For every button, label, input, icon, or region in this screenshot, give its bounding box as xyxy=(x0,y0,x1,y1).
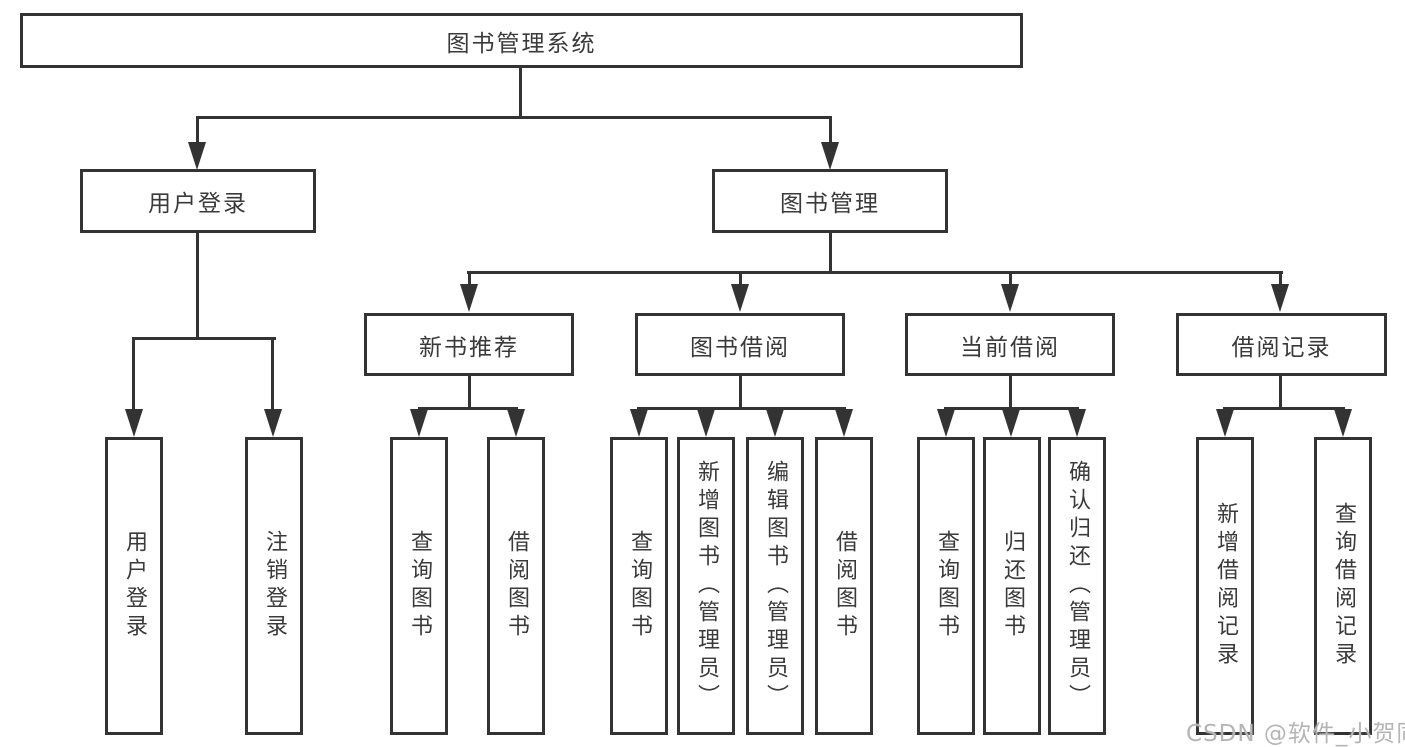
connector-root-split xyxy=(196,116,832,119)
arrow-down-icon xyxy=(731,284,749,312)
leaf-user-login-label: 用户登录 xyxy=(122,530,147,642)
leaf-label: 新增图书（管理员） xyxy=(694,460,719,712)
connector-stem-book-mgmt xyxy=(829,118,832,144)
arrow-down-icon xyxy=(697,409,715,437)
arrow-down-icon xyxy=(460,284,478,312)
arrow-down-icon xyxy=(188,142,206,170)
leaf-add-book-admin: 新增图书（管理员） xyxy=(677,437,735,735)
connector-mgmt-split xyxy=(467,271,1283,274)
arrow-down-icon xyxy=(125,409,143,437)
leaf-borrow-book: 借阅图书 xyxy=(815,437,873,735)
node-current-borrow-label: 当前借阅 xyxy=(960,334,1060,361)
connector-group-stem xyxy=(468,273,471,286)
arrow-down-icon xyxy=(410,409,428,437)
connector-root-stem xyxy=(519,68,522,118)
leaf-query-book-borrow: 查询图书 xyxy=(610,437,668,735)
connector-stem-user-login xyxy=(196,118,199,144)
watermark: CSDN @软件_小贺同学 xyxy=(1186,721,1405,747)
arrow-down-icon xyxy=(835,409,853,437)
leaf-logout-label: 注销登录 xyxy=(262,530,287,642)
connector-group-down xyxy=(1009,375,1012,409)
leaf-label: 借阅图书 xyxy=(504,530,529,642)
leaf-query-book-current: 查询图书 xyxy=(917,437,975,735)
node-borrow-record: 借阅记录 xyxy=(1176,313,1387,376)
node-book-borrow-label: 图书借阅 xyxy=(690,334,790,361)
arrow-down-icon xyxy=(821,142,839,170)
leaf-label: 查询图书 xyxy=(627,530,652,642)
arrow-down-icon xyxy=(766,409,784,437)
leaf-logout: 注销登录 xyxy=(245,437,303,735)
connector-login-split xyxy=(132,337,276,340)
leaf-return-book: 归还图书 xyxy=(983,437,1041,735)
leaf-label: 确认归还（管理员） xyxy=(1065,460,1090,712)
connector-group-down xyxy=(739,375,742,409)
arrow-down-icon xyxy=(937,409,955,437)
arrow-down-icon xyxy=(1002,409,1020,437)
leaf-label: 归还图书 xyxy=(1000,530,1025,642)
connector-group-split xyxy=(637,407,846,410)
connector-group-split xyxy=(418,407,518,410)
leaf-label: 查询借阅记录 xyxy=(1331,502,1356,670)
leaf-borrow-book-recommend: 借阅图书 xyxy=(487,437,545,735)
node-root-library-system: 图书管理系统 xyxy=(20,13,1023,68)
node-current-borrow: 当前借阅 xyxy=(905,313,1115,376)
node-book-borrow: 图书借阅 xyxy=(635,313,845,376)
arrow-down-icon xyxy=(1001,284,1019,312)
connector-group-down xyxy=(1279,375,1282,409)
leaf-label: 查询图书 xyxy=(934,530,959,642)
leaf-label: 新增借阅记录 xyxy=(1213,502,1238,670)
arrow-down-icon xyxy=(1271,284,1289,312)
connector-group-stem xyxy=(1009,273,1012,286)
leaf-label: 查询图书 xyxy=(407,530,432,642)
connector-leaf-stem xyxy=(271,339,274,411)
node-new-book-recommend: 新书推荐 xyxy=(364,313,574,376)
arrow-down-icon xyxy=(264,409,282,437)
node-new-book-recommend-label: 新书推荐 xyxy=(419,334,519,361)
node-user-login-label: 用户登录 xyxy=(148,191,248,217)
leaf-label: 借阅图书 xyxy=(832,530,857,642)
node-borrow-record-label: 借阅记录 xyxy=(1231,334,1332,361)
leaf-label: 编辑图书（管理员） xyxy=(763,460,788,712)
arrow-down-icon xyxy=(1216,409,1234,437)
leaf-query-book-recommend: 查询图书 xyxy=(390,437,448,735)
connector-group-split xyxy=(1223,407,1345,410)
leaf-query-borrow-record: 查询借阅记录 xyxy=(1314,437,1372,735)
connector-group-split xyxy=(944,407,1079,410)
node-user-login: 用户登录 xyxy=(80,169,316,233)
connector-group-stem xyxy=(1279,273,1282,286)
arrow-down-icon xyxy=(1068,409,1086,437)
leaf-edit-book-admin: 编辑图书（管理员） xyxy=(746,437,804,735)
node-book-management: 图书管理 xyxy=(712,169,948,233)
connector-group-stem xyxy=(739,273,742,286)
node-book-management-label: 图书管理 xyxy=(780,191,880,217)
arrow-down-icon xyxy=(630,409,648,437)
connector-login-stem xyxy=(196,233,199,339)
arrow-down-icon xyxy=(1334,409,1352,437)
node-root-label: 图书管理系统 xyxy=(446,30,597,57)
leaf-user-login: 用户登录 xyxy=(105,437,163,735)
leaf-add-borrow-record: 新增借阅记录 xyxy=(1196,437,1254,735)
connector-mgmt-stem xyxy=(829,233,832,274)
arrow-down-icon xyxy=(507,409,525,437)
leaf-confirm-return-admin: 确认归还（管理员） xyxy=(1048,437,1106,735)
connector-leaf-stem xyxy=(132,339,135,411)
connector-group-down xyxy=(468,375,471,409)
